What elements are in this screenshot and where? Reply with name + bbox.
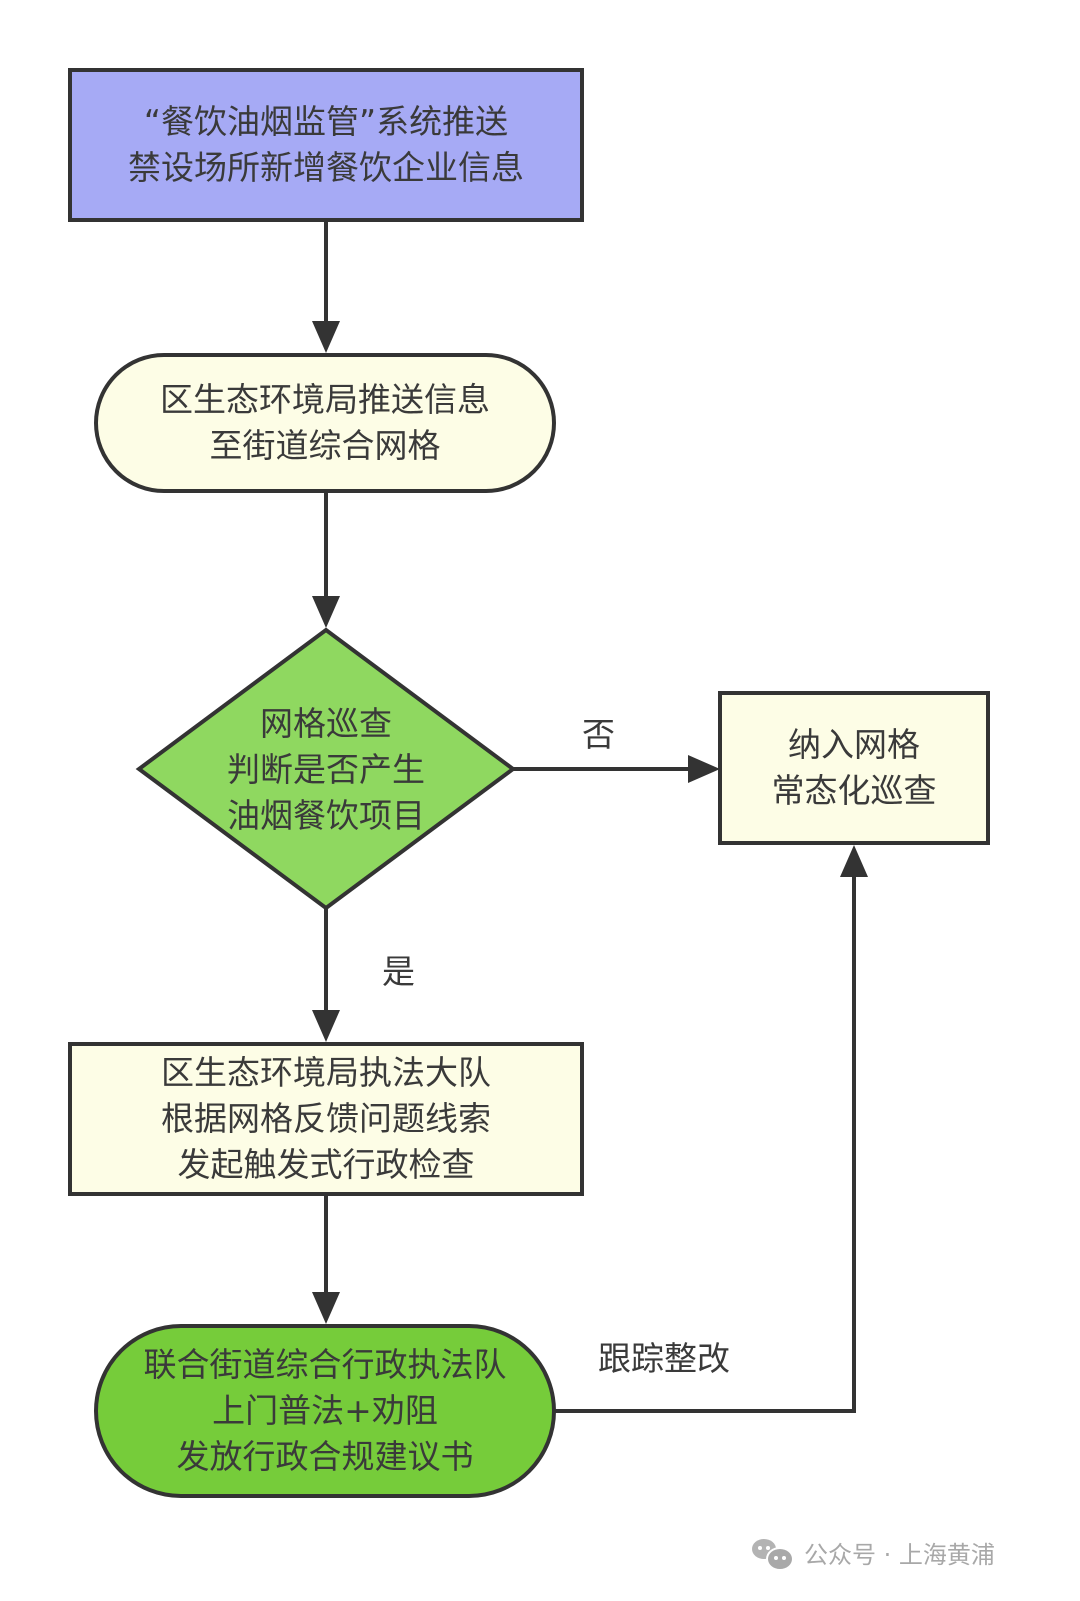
routine-line-2: 常态化巡查 — [771, 771, 937, 810]
inspect-box-shape — [68, 1042, 584, 1196]
decision-line-1: 网格巡查 — [260, 704, 392, 743]
start-line-1: “餐饮油烟监管”系统推送 — [143, 102, 509, 141]
joint-node: 联合街道综合行政执法队 上门普法+劝阻 发放行政合规建议书 — [98, 1328, 552, 1494]
watermark: 公众号 · 上海黄浦 — [752, 1535, 995, 1571]
wechat-icon — [752, 1537, 794, 1571]
inspect-node: 区生态环境局执法大队 根据网格反馈问题线索 发起触发式行政检查 — [72, 1046, 580, 1192]
inspect-line-1: 区生态环境局执法大队 — [161, 1053, 491, 1092]
start-line-2: 禁设场所新增餐饮企业信息 — [128, 148, 524, 187]
inspect-line-3: 发起触发式行政检查 — [177, 1145, 475, 1184]
joint-line-2: 上门普法+劝阻 — [212, 1391, 438, 1430]
edge-label-no: 否 — [582, 715, 615, 754]
start-node: “餐饮油烟监管”系统推送 禁设场所新增餐饮企业信息 — [72, 72, 580, 218]
routine-box-shape — [718, 691, 990, 845]
routine-line-1: 纳入网格 — [788, 725, 920, 764]
arrowhead-decision — [312, 596, 340, 628]
watermark-text: 公众号 · 上海黄浦 — [804, 1541, 995, 1569]
edge-label-yes: 是 — [382, 952, 415, 991]
arrowhead-joint — [312, 1292, 340, 1324]
edge-label-followup: 跟踪整改 — [598, 1339, 730, 1378]
decision-line-3: 油烟餐饮项目 — [227, 796, 425, 835]
arrowhead-followup — [840, 845, 868, 877]
push-box-shape — [94, 353, 556, 493]
decision-line-2: 判断是否产生 — [227, 750, 425, 789]
push-line-2: 至街道综合网格 — [209, 426, 441, 465]
joint-line-3: 发放行政合规建议书 — [176, 1437, 474, 1476]
decision-node: 网格巡查 判断是否产生 油烟餐饮项目 — [176, 700, 476, 840]
push-node: 区生态环境局推送信息 至街道综合网格 — [98, 357, 552, 489]
arrowhead-inspect — [312, 1010, 340, 1042]
push-line-1: 区生态环境局推送信息 — [160, 380, 490, 419]
arrowhead-routine — [688, 755, 720, 783]
joint-line-1: 联合街道综合行政执法队 — [143, 1345, 507, 1384]
arrowhead-push — [312, 321, 340, 353]
start-box-shape — [68, 68, 584, 222]
routine-node: 纳入网格 常态化巡查 — [722, 695, 986, 841]
inspect-line-2: 根据网格反馈问题线索 — [161, 1099, 491, 1138]
arrow-followup — [554, 860, 856, 1413]
